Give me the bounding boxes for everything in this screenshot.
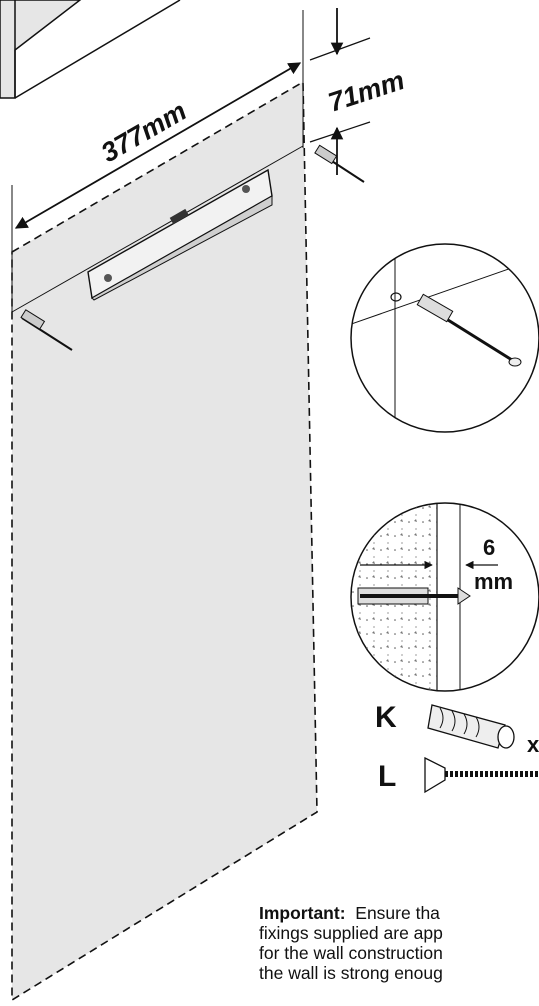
note-line-1: Ensure tha [355, 903, 440, 923]
gap-unit-label: mm [474, 569, 513, 594]
wall-plug-screw-right [314, 144, 365, 183]
part-l-letter: L [378, 760, 396, 793]
gap-value-label: 6 [483, 535, 495, 560]
note-line-2: fixings supplied are app [259, 923, 443, 943]
detail-circle-plug-insertion [350, 243, 539, 433]
detail-circle-cross-section [350, 502, 539, 692]
fixing-guide-line [11, 145, 304, 313]
width-dimension-arrow [14, 62, 302, 229]
wall-plug-icon [427, 704, 515, 749]
wall-plug-screw-left [20, 309, 73, 351]
important-note: Important: Ensure tha fixings supplied a… [259, 903, 539, 983]
note-heading: Important: [259, 903, 346, 923]
part-k-letter: K [375, 701, 397, 734]
wall-panel-outline [11, 80, 318, 1002]
offset-tick-top [309, 37, 371, 61]
wall-cabinet [0, 0, 181, 99]
hanging-rail [87, 168, 273, 301]
note-line-3: for the wall construction [259, 943, 443, 963]
screw-icon [424, 756, 539, 794]
offset-tick-bottom [309, 121, 371, 143]
part-k-quantity: x [527, 732, 539, 757]
offset-dimension-label: 71mm [325, 65, 408, 118]
note-line-4: the wall is strong enoug [259, 963, 443, 983]
